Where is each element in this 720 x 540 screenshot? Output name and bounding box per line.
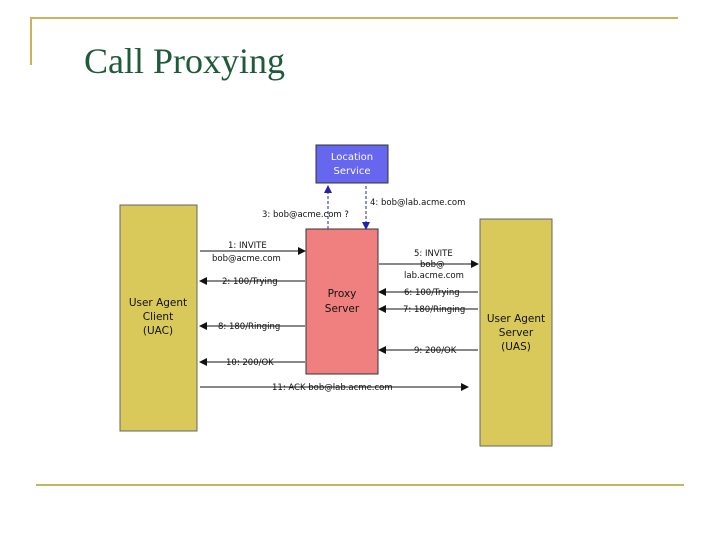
msg-9-label: 9: 200/OK [414,346,457,356]
proxy-server-box [305,228,379,375]
msg-11-label: 11: ACK bob@lab.acme.com [272,383,393,393]
msg-8-label: 8: 180/Ringing [218,322,280,332]
msg-5-label-b: bob@ [420,260,445,270]
location-service-label-1: Location [331,152,373,163]
msg-5-label-a: 5: INVITE [414,249,453,259]
msg-7-label: 7: 180/Ringing [403,305,465,315]
slide-title: Call Proxying [84,41,286,81]
location-service-box [315,144,389,184]
uac-label-3: (UAC) [143,325,173,337]
uas-box [479,218,553,447]
uas-label-1: User Agent [487,313,545,325]
msg-1-label-b: bob@acme.com [212,254,281,264]
msg-3-label: 3: bob@acme.com ? [262,210,349,220]
proxy-server-label-2: Server [325,303,360,315]
msg-4-label: 4: bob@lab.acme.com [370,198,465,208]
slide-frame-top [30,17,678,19]
location-service-label-2: Service [334,166,371,177]
slide-frame-left [30,17,32,65]
msg-6-label: 6: 100/Trying [404,288,460,298]
uac-box [119,204,198,432]
msg-1-label-a: 1: INVITE [228,241,267,251]
proxy-server-label-1: Proxy [328,288,357,300]
uas-label-2: Server [499,327,534,339]
msg-5-label-c: lab.acme.com [404,271,464,281]
uac-label-1: User Agent [129,297,187,309]
msg-10-label: 10: 200/OK [226,358,274,368]
uac-label-2: Client [143,311,173,323]
msg-2-label: 2: 100/Trying [222,277,278,287]
uas-label-3: (UAS) [501,341,531,353]
slide-frame-bottom [36,484,684,486]
